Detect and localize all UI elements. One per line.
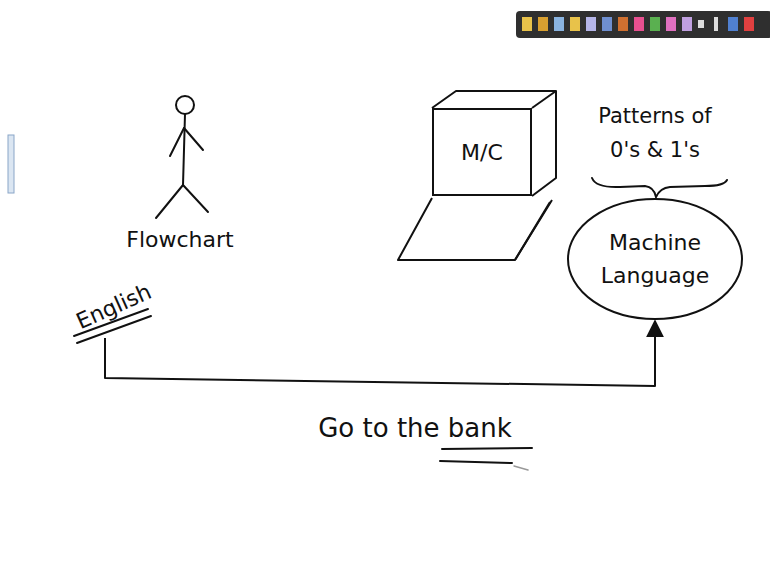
node-text: English [71, 275, 157, 337]
language-circle: Machine Language [566, 197, 744, 321]
screen-box: M/C [432, 108, 532, 196]
node-text: Machine Language [580, 226, 730, 292]
toolbar [516, 11, 770, 38]
curly-brace [592, 178, 727, 197]
stick-figure [156, 96, 208, 218]
note-text: Patterns of 0's & 1's [585, 100, 725, 167]
ellipse-outline [566, 197, 744, 321]
node-text: M/C [461, 136, 503, 169]
side-tab [8, 135, 14, 193]
flow-arrow [105, 321, 655, 386]
figure-label: Flowchart [120, 222, 240, 257]
laptop-sketch [398, 91, 556, 260]
language-text: English [68, 284, 160, 328]
example-sentence: Go to the bank [270, 408, 560, 450]
double-underline [440, 448, 532, 470]
